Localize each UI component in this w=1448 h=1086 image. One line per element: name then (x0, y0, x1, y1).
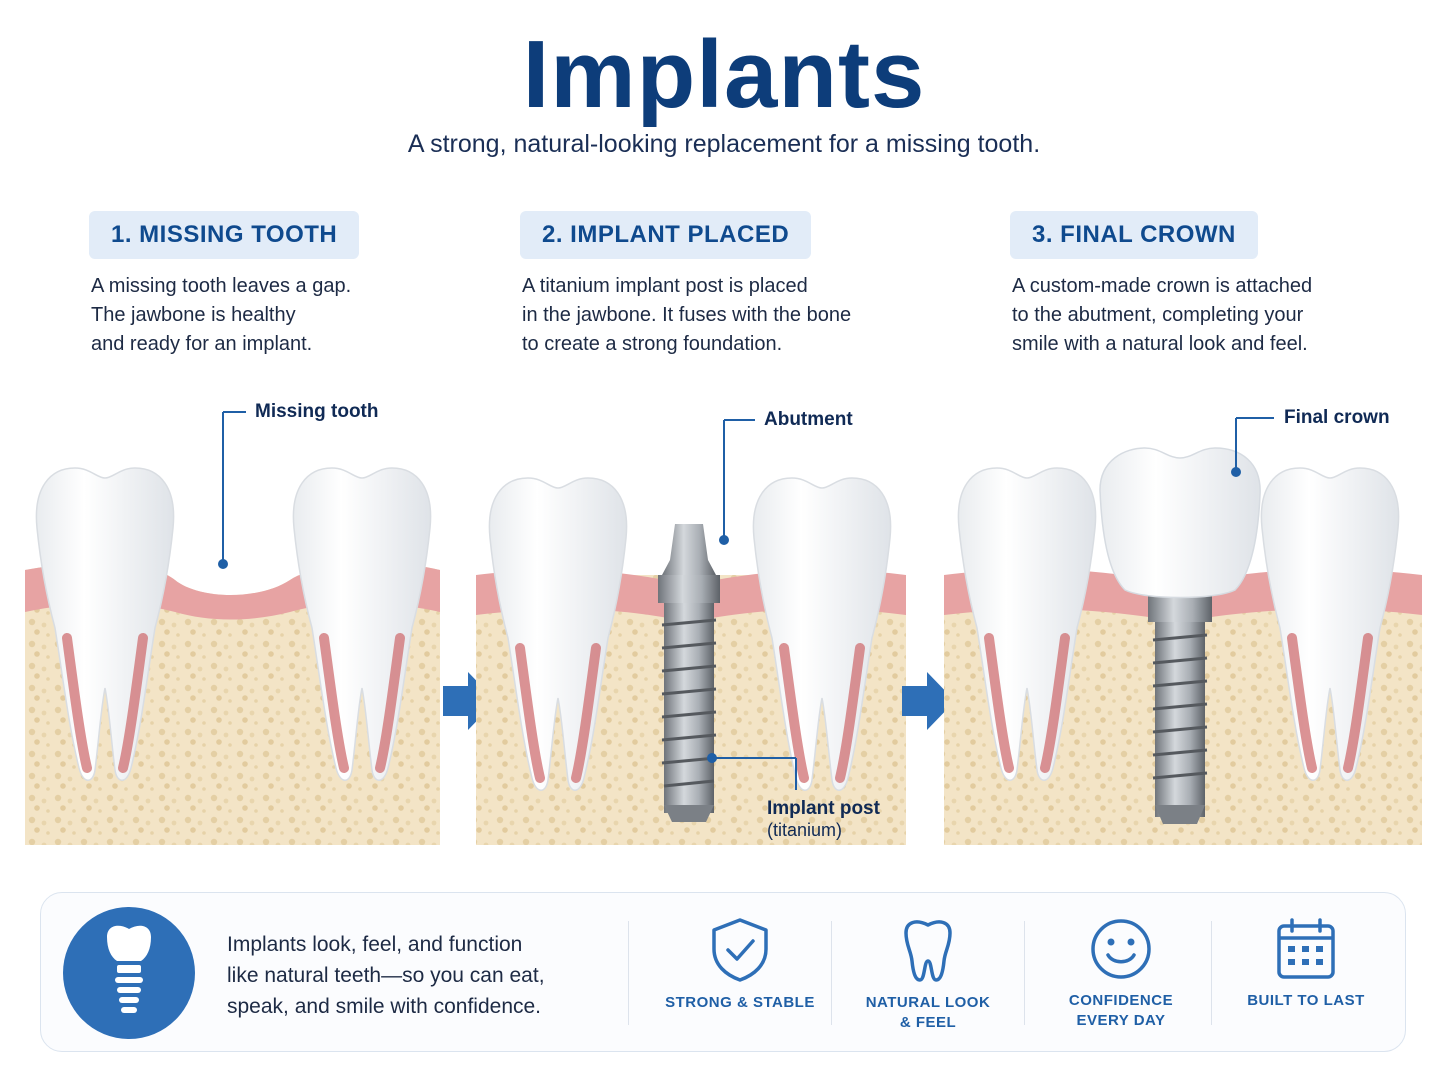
page-subtitle: A strong, natural-looking replacement fo… (407, 130, 1041, 158)
implant-diagram (25, 411, 1422, 845)
benefit-label: STRONG & STABLE (665, 994, 815, 1011)
panel-implant-placed (476, 419, 906, 845)
benefit-built-to-last: BUILT TO LAST (1231, 917, 1381, 1011)
benefit-natural-look: NATURAL LOOK & FEEL (853, 917, 1003, 1033)
benefit-label: NATURAL LOOK & FEEL (853, 993, 1003, 1033)
benefits-intro-line: speak, and smile with confidence. (227, 995, 542, 1018)
benefit-strong-stable: STRONG & STABLE (665, 917, 815, 1013)
step-1-badge: 1. MISSING TOOTH (89, 211, 360, 259)
step-1-desc-line: A missing tooth leaves a gap. (91, 275, 352, 297)
benefit-confidence: CONFIDENCE EVERY DAY (1046, 917, 1196, 1031)
benefits-intro-line: like natural teeth—so you can eat, (227, 964, 545, 987)
callout-final-crown: Final crown (1284, 407, 1390, 428)
step-1-desc-line: and ready for an implant. (91, 333, 313, 355)
benefits-intro: Implants look, feel, and function like n… (227, 929, 587, 1022)
step-2-description: A titanium implant post is placed in the… (522, 272, 902, 359)
step-1-desc-line: The jawbone is healthy (91, 304, 296, 326)
benefit-label-line: CONFIDENCE (1068, 992, 1174, 1009)
step-2-desc-line: in the jawbone. It fuses with the bone (522, 304, 852, 326)
smiley-icon (1091, 919, 1151, 979)
panel-missing-tooth (25, 411, 440, 845)
benefit-label-line: NATURAL LOOK (865, 994, 991, 1011)
benefits-intro-line: Implants look, feel, and function (227, 933, 523, 956)
callout-implant-post-sub: (titanium) (767, 820, 843, 840)
divider (1211, 921, 1212, 1025)
step-3-badge: 3. FINAL CROWN (1010, 211, 1258, 259)
divider (1024, 921, 1025, 1025)
step-3-desc-line: smile with a natural look and feel. (1012, 333, 1308, 355)
step-2-desc-line: A titanium implant post is placed (522, 275, 808, 297)
page-title: Implants (522, 21, 926, 128)
callout-abutment: Abutment (764, 409, 853, 430)
step-2-desc-line: to create a strong foundation. (522, 333, 783, 355)
arrow-icon (443, 672, 496, 730)
benefit-label: CONFIDENCE EVERY DAY (1046, 991, 1196, 1031)
divider (628, 921, 629, 1025)
shield-check-icon (712, 918, 768, 982)
step-3-desc-line: to the abutment, completing your (1012, 304, 1304, 326)
step-3-desc-line: A custom-made crown is attached (1012, 275, 1313, 297)
step-1-description: A missing tooth leaves a gap. The jawbon… (91, 272, 471, 359)
tooth-icon (904, 920, 952, 982)
benefits-panel: Implants look, feel, and function like n… (40, 892, 1406, 1052)
callout-missing-tooth: Missing tooth (255, 401, 379, 422)
callout-implant-post-label: Implant post (767, 798, 880, 819)
callout-implant-post: Implant post (titanium) (767, 798, 880, 841)
calendar-icon (1277, 918, 1335, 979)
implant-icon (63, 907, 195, 1039)
benefit-label-line: & FEEL (899, 1014, 957, 1031)
step-3-description: A custom-made crown is attached to the a… (1012, 272, 1392, 359)
benefit-label-line: EVERY DAY (1076, 1012, 1166, 1029)
panel-final-crown (944, 417, 1422, 845)
arrow-icon (902, 672, 955, 730)
divider (831, 921, 832, 1025)
benefit-label: BUILT TO LAST (1247, 992, 1365, 1009)
step-2-badge: 2. IMPLANT PLACED (520, 211, 812, 259)
